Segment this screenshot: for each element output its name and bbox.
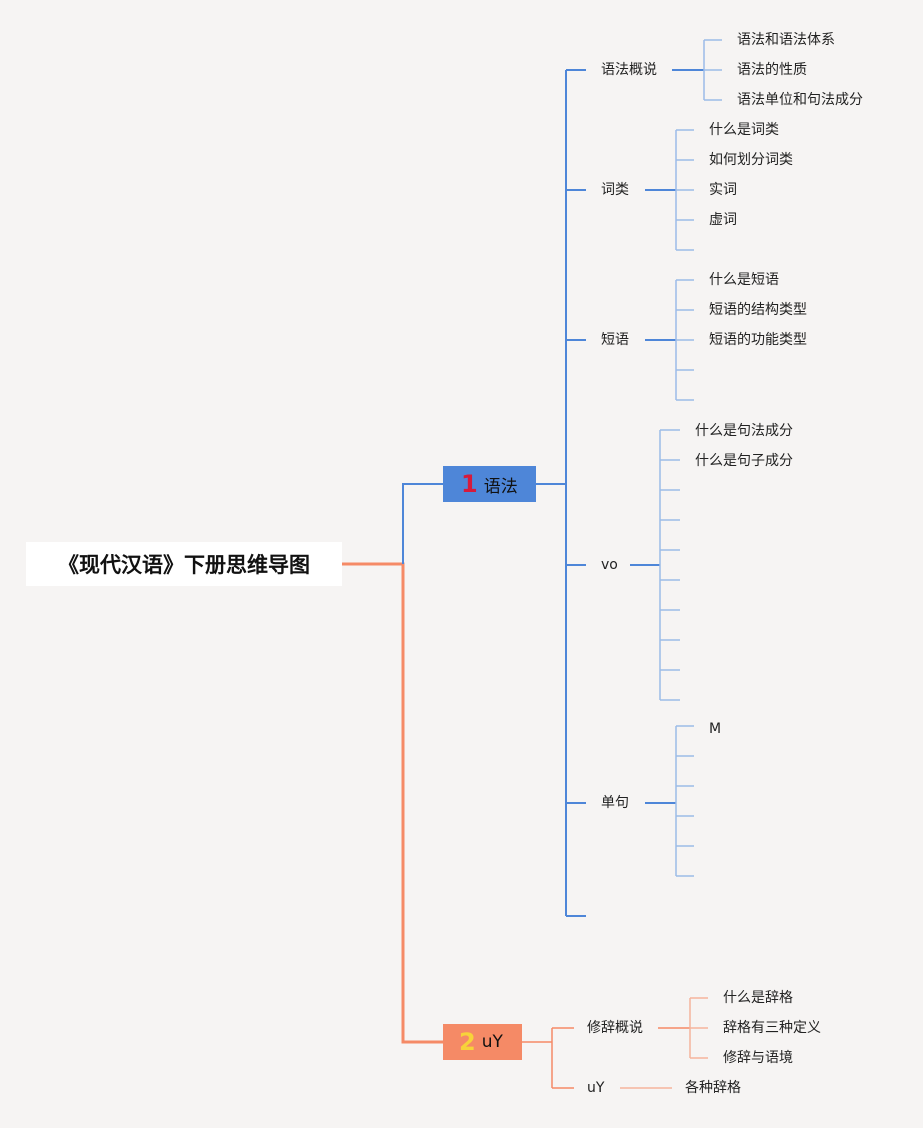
topic-uy[interactable]: uY xyxy=(587,1080,605,1096)
root-title: 《现代汉语》下册思维导图 xyxy=(58,553,310,577)
leaf-node[interactable]: 虚词 xyxy=(709,212,737,228)
leaf-node[interactable]: 什么是词类 xyxy=(709,122,779,138)
topic-grammar-overview[interactable]: 语法概说 xyxy=(601,62,657,78)
branch-node-grammar[interactable]: 1 语法 xyxy=(443,466,536,502)
leaf-node[interactable]: 语法和语法体系 xyxy=(737,32,835,48)
branch-label-grammar: 语法 xyxy=(483,476,518,497)
topic-rhetoric-overview[interactable]: 修辞概说 xyxy=(587,1020,643,1036)
topic-phrase[interactable]: 短语 xyxy=(601,332,629,348)
topic-simple-sentence[interactable]: 单句 xyxy=(601,795,629,811)
leaf-node[interactable]: 什么是句子成分 xyxy=(695,453,793,469)
topic-word-class[interactable]: 词类 xyxy=(601,182,629,198)
leaf-node[interactable]: 修辞与语境 xyxy=(723,1050,793,1066)
leaf-node[interactable]: 各种辞格 xyxy=(685,1080,741,1096)
leaf-node[interactable]: 什么是短语 xyxy=(709,272,779,288)
branch-number-2: 2 xyxy=(459,1028,476,1056)
leaf-node[interactable]: 实词 xyxy=(709,182,737,198)
leaf-node[interactable]: 短语的结构类型 xyxy=(709,302,807,318)
branch-label-2: uY xyxy=(481,1032,503,1052)
branch-number-1: 1 xyxy=(461,470,478,498)
leaf-node[interactable]: M xyxy=(709,721,722,737)
leaf-node[interactable]: 什么是辞格 xyxy=(723,990,793,1006)
leaf-node[interactable]: 什么是句法成分 xyxy=(695,423,793,439)
leaf-node[interactable]: 如何划分词类 xyxy=(709,152,793,168)
leaf-node[interactable]: 辞格有三种定义 xyxy=(723,1020,821,1036)
topic-vo[interactable]: vo xyxy=(601,557,618,573)
branch-node-2[interactable]: 2 uY xyxy=(443,1024,522,1060)
root-node[interactable]: 《现代汉语》下册思维导图 xyxy=(26,542,342,586)
leaf-node[interactable]: 语法的性质 xyxy=(737,62,807,78)
leaf-node[interactable]: 语法单位和句法成分 xyxy=(737,92,863,108)
leaf-node[interactable]: 短语的功能类型 xyxy=(709,332,807,348)
